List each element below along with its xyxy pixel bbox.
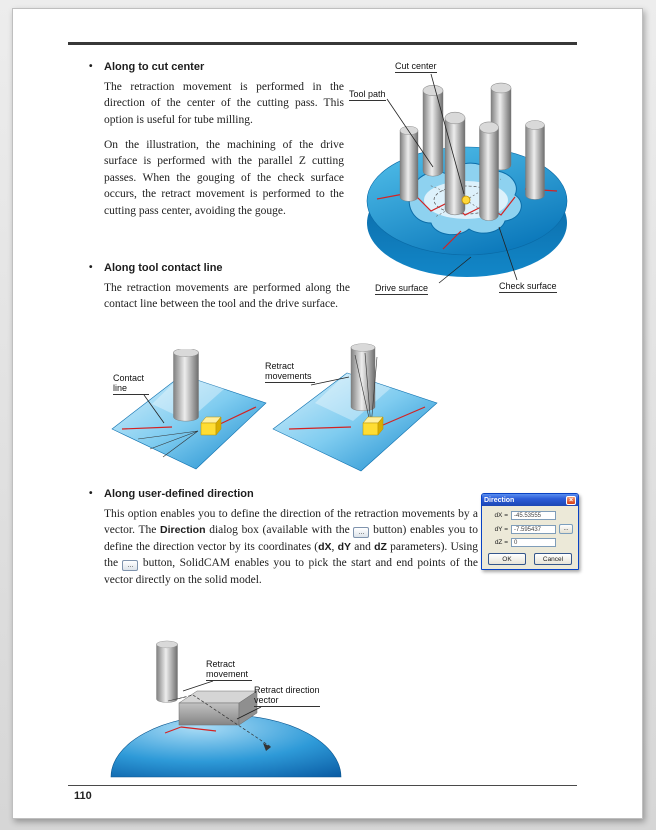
dx-keyword: dX (318, 540, 332, 553)
contact-cube (362, 422, 379, 436)
section2-heading-text: Along tool contact line (104, 262, 223, 274)
page-number: 110 (74, 790, 92, 802)
s3-text-6: parameters). Using the (104, 540, 478, 570)
tool-cylinder (350, 343, 376, 412)
section1-heading: • Along to cut center (89, 61, 204, 73)
dy-keyword: dY (337, 540, 352, 553)
dx-label: dX = (494, 512, 508, 519)
dialog-body: dX = -45.53555 dY = -7.595437 ... dZ = 0… (482, 506, 578, 569)
close-icon: × (566, 495, 576, 505)
contact-line-illustration: Contact line Retract movements (101, 339, 453, 481)
label-retract-movement: Retract movement (206, 659, 252, 681)
dialog-field-row: dZ = 0 (486, 538, 574, 547)
cut-center-point (461, 195, 471, 205)
bullet-icon: • (89, 61, 93, 72)
s3-text-7: button, SolidCAM enables you to pick the… (104, 557, 478, 586)
section3-heading: • Along user-defined direction (89, 488, 254, 500)
s3-text-1: This option enables you to define the di… (104, 508, 478, 537)
retract-movements-figure (272, 343, 438, 472)
section1-para1: The retraction movement is performed in … (104, 81, 344, 126)
manual-page: • Along to cut center The retraction mov… (12, 8, 643, 819)
bottom-rule (68, 785, 577, 786)
label-cut-center: Cut center (395, 61, 437, 73)
section2-para1: The retraction movements are performed a… (104, 282, 350, 311)
label-retract-movements: Retract movements (265, 361, 315, 383)
section2-heading: • Along tool contact line (89, 262, 223, 274)
dz-label: dZ = (494, 539, 508, 546)
dialog-titlebar: Direction × (482, 494, 578, 506)
dialog-browse-button: ... (559, 524, 573, 534)
drive-surface-patch (272, 372, 438, 472)
contact-line-figure (111, 349, 267, 470)
top-rule (68, 42, 577, 45)
direction-keyword: Direction (160, 524, 206, 537)
dz-field: 0 (511, 538, 556, 547)
tube-milling-figure (366, 73, 568, 284)
dz-keyword: dZ (374, 540, 387, 553)
bullet-icon: • (89, 488, 93, 499)
dy-field: -7.595437 (511, 524, 556, 534)
contact-cube (200, 422, 217, 436)
tube-milling-illustration: Cut center Tool path Drive surface Check… (343, 59, 591, 304)
section3-paragraph: This option enables you to define the di… (104, 506, 478, 588)
dy-label: dY = (494, 525, 508, 533)
dome-figure (110, 640, 342, 778)
label-drive-surface: Drive surface (375, 283, 429, 295)
stock-box (178, 702, 240, 726)
leader-line (310, 376, 350, 386)
contact-lines (137, 430, 199, 458)
section1-heading-text: Along to cut center (104, 61, 205, 73)
leader-lines (182, 680, 262, 720)
tool-path-lines (164, 726, 217, 734)
s3-text-3: button) enables you to define the direct… (104, 524, 478, 553)
retract-direction-illustration: Retract movement Retract direction vecto… (101, 639, 371, 787)
leader-lines (386, 73, 518, 284)
section1-para2: On the illustration, the machining of th… (104, 139, 344, 217)
dialog-field-row: dY = -7.595437 ... (486, 524, 574, 534)
section3-heading-text: Along user-defined direction (104, 488, 254, 500)
s3-text-5: and (351, 540, 375, 553)
cancel-button: Cancel (534, 553, 572, 565)
label-contact-line: Contact line (113, 373, 149, 395)
tool-cylinder (173, 349, 199, 422)
s3-text-4: , (331, 540, 338, 553)
vector-arrowhead (263, 743, 271, 751)
label-check-surface: Check surface (499, 281, 557, 293)
drive-surface-patch (111, 374, 267, 470)
dx-field: -45.53555 (511, 511, 556, 520)
label-retract-direction-vector: Retract direction vector (254, 685, 320, 707)
dialog-title: Direction (484, 496, 515, 504)
leader-line (143, 394, 165, 424)
dialog-buttons: OK Cancel (486, 553, 574, 565)
ok-button: OK (488, 553, 526, 565)
browse-button-inline-1: ... (353, 527, 370, 539)
direction-dialog-screenshot: Direction × dX = -45.53555 dY = -7.59543… (481, 493, 579, 570)
tool-cylinder (156, 640, 178, 703)
bullet-icon: • (89, 262, 93, 273)
retract-traces (354, 352, 378, 428)
s3-text-2: dialog box (available with the (205, 524, 354, 537)
dialog-field-row: dX = -45.53555 (486, 511, 574, 520)
label-tool-path: Tool path (349, 89, 386, 101)
browse-button-inline-2: ... (122, 560, 139, 572)
